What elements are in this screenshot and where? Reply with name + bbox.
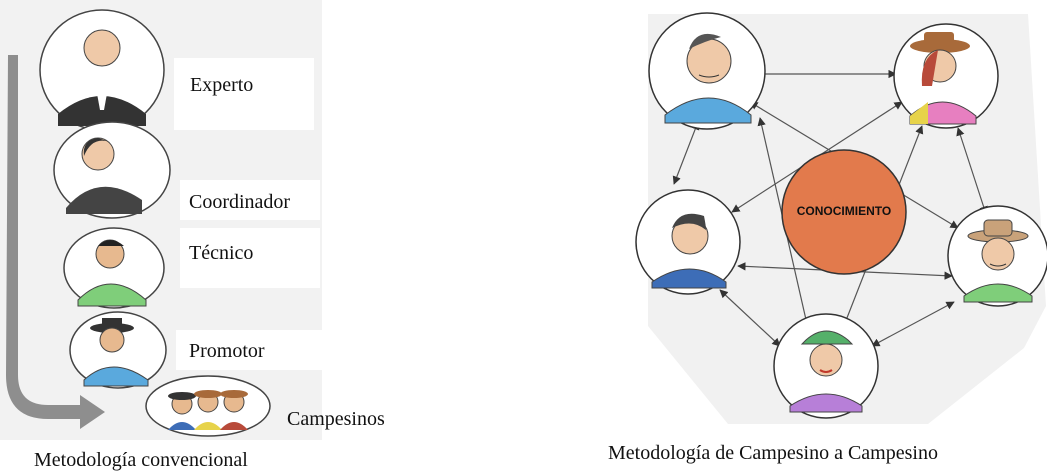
role-label-coordinator: Coordinador [189, 191, 291, 213]
farmers-portrait [145, 375, 271, 437]
conventional-caption: Metodología convencional [34, 449, 248, 471]
farmer-to-farmer-caption: Metodología de Campesino a Campesino [608, 442, 938, 464]
role-label-expert: Experto [190, 74, 254, 96]
role-label-promoter: Promotor [189, 340, 265, 362]
farmer-portrait-5 [773, 313, 879, 419]
knowledge-label: CONOCIMIENTO [796, 204, 892, 218]
role-label-technician: Técnico [189, 242, 254, 264]
conventional-panel: Experto Coordinador Técnico Promotor Cam… [0, 0, 385, 473]
farmer-portrait-3 [635, 189, 741, 295]
label-box-expert [174, 58, 314, 130]
role-label-farmers: Campesinos [287, 408, 385, 430]
label-box-coordinator [180, 180, 320, 220]
knowledge-circle [781, 149, 907, 275]
farmer-portrait-4 [947, 205, 1047, 307]
label-box-promoter [176, 330, 326, 370]
expert-portrait [39, 9, 165, 131]
farmer-portrait-2 [893, 23, 999, 129]
technician-portrait [63, 227, 165, 309]
promoter-portrait [69, 311, 167, 389]
flow-arrow-icon [6, 55, 105, 429]
label-box-technician [180, 228, 320, 288]
farmer-portrait-1 [648, 12, 766, 130]
farmer-to-farmer-diagram [635, 12, 1047, 424]
coordinator-portrait [53, 121, 171, 219]
